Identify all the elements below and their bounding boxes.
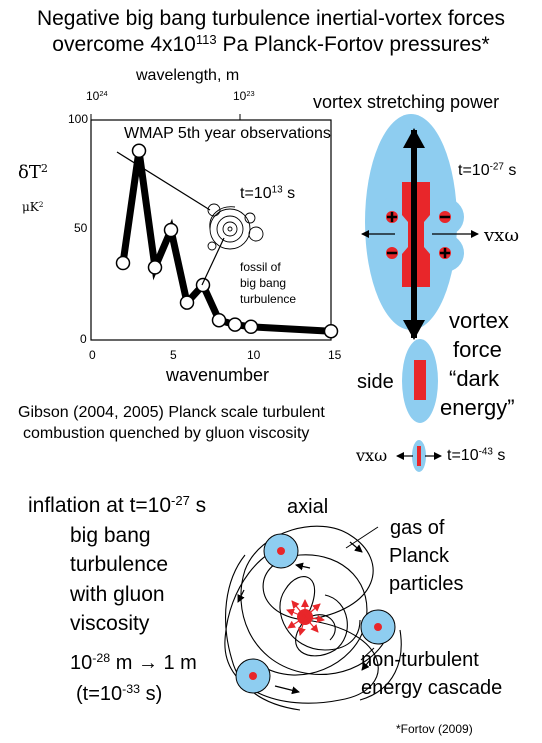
top-tick-1e23: 1023 [233, 88, 255, 103]
y-axis-label-dT2: δT2 [18, 161, 48, 183]
vortex-force-line-4: energy” [440, 395, 515, 420]
chart-data-point [115, 255, 131, 271]
chart-data-point [163, 222, 179, 238]
citation-line-2: combustion quenched by gluon viscosity [23, 425, 310, 442]
inflation-label: inflation at t=10-27 s [28, 492, 207, 517]
footnote: *Fortov (2009) [396, 722, 473, 736]
x-tick-10: 10 [247, 348, 261, 362]
chart-box-title: WMAP 5th year observations [124, 125, 331, 142]
cascade-leader-line [360, 647, 375, 661]
connector-line-1 [116, 151, 211, 211]
x-tick-0: 0 [89, 348, 96, 362]
planck-particles [235, 533, 396, 694]
citation-line-1: Gibson (2004, 2005) Planck scale turbule… [18, 404, 325, 421]
vortex-force-line-3: “dark [449, 366, 500, 391]
spiral-arrow-1 [237, 589, 245, 603]
gas-label-1: gas of [390, 517, 445, 539]
x-tick-15: 15 [328, 348, 342, 362]
central-red-core [286, 599, 325, 636]
x-tick-5: 5 [170, 348, 177, 362]
chart-frame [90, 119, 332, 341]
side-vortex-core [414, 360, 426, 400]
bigbang-line-2: turbulence [70, 553, 169, 576]
chart-data-point [179, 295, 195, 310]
fossil-turbulence-swirl [207, 203, 264, 251]
x-axis-label: wavenumber [166, 365, 270, 385]
spiral-arrow-5 [295, 562, 311, 571]
gas-leader-line [345, 526, 379, 549]
gas-label-3: particles [389, 573, 464, 595]
spiral-arrow-4 [274, 685, 300, 695]
chart-data-point [147, 260, 163, 275]
spiral-arms [224, 525, 402, 711]
chart-data-point [243, 319, 259, 335]
connector-line-2 [201, 237, 225, 286]
fossil-label-2: big bang [240, 276, 287, 290]
bigbang-line-1: big bang [70, 524, 151, 547]
cascade-label-1: non-turbulent [361, 649, 479, 671]
y-tick-0: 0 [80, 332, 87, 346]
title-line-1: Negative big bang turbulence inertial-vo… [36, 7, 506, 30]
top-tick-1e24: 1024 [86, 88, 108, 103]
bigbang-line-3: with gluon [70, 583, 165, 606]
y-tick-100: 100 [68, 112, 89, 126]
tiny-vortex-core [417, 446, 421, 466]
side-label: side [357, 371, 394, 393]
planck-time-label: (t=10-33 s) [76, 682, 163, 705]
fossil-label-3: turbulence [240, 292, 297, 306]
axial-label: axial [287, 496, 329, 518]
vortex-force-line-1: vortex [449, 308, 509, 333]
top-axis-label: wavelength, m [136, 67, 240, 84]
y-axis-label-uK2: μK2 [22, 199, 44, 214]
bigbang-line-4: viscosity [70, 612, 150, 635]
title-line-2: overcome 4x10113 Pa Planck-Fortov pressu… [52, 31, 490, 56]
gas-label-2: Planck [389, 545, 450, 567]
lobe-charges [386, 211, 451, 259]
chart-data-point [211, 312, 227, 328]
y-tick-50: 50 [74, 221, 88, 235]
chart-data-point [323, 323, 339, 339]
time-1e-43-label: t=10-43 s [447, 446, 506, 464]
chart-data-point [195, 277, 211, 293]
fossil-label-1: fossil of [240, 260, 281, 274]
vortex-force-line-2: force [453, 337, 502, 362]
chart-series-points [115, 143, 339, 339]
scale-label: 10-28 m → 1 m [70, 651, 197, 674]
vxw-label-1: vxω [484, 225, 519, 246]
cascade-label-2: energy cascade [361, 677, 503, 699]
vortex-stretching-label: vortex stretching power [313, 92, 500, 112]
spiral-arrow-3 [361, 659, 371, 671]
time-1e-27-label: t=10-27 s [458, 161, 517, 179]
chart-time-label: t=1013 s [240, 184, 296, 202]
chart-series-line [119, 150, 332, 335]
vxw-label-2: vxω [356, 446, 388, 465]
chart-data-point [227, 317, 243, 332]
chart-data-point [131, 143, 147, 159]
